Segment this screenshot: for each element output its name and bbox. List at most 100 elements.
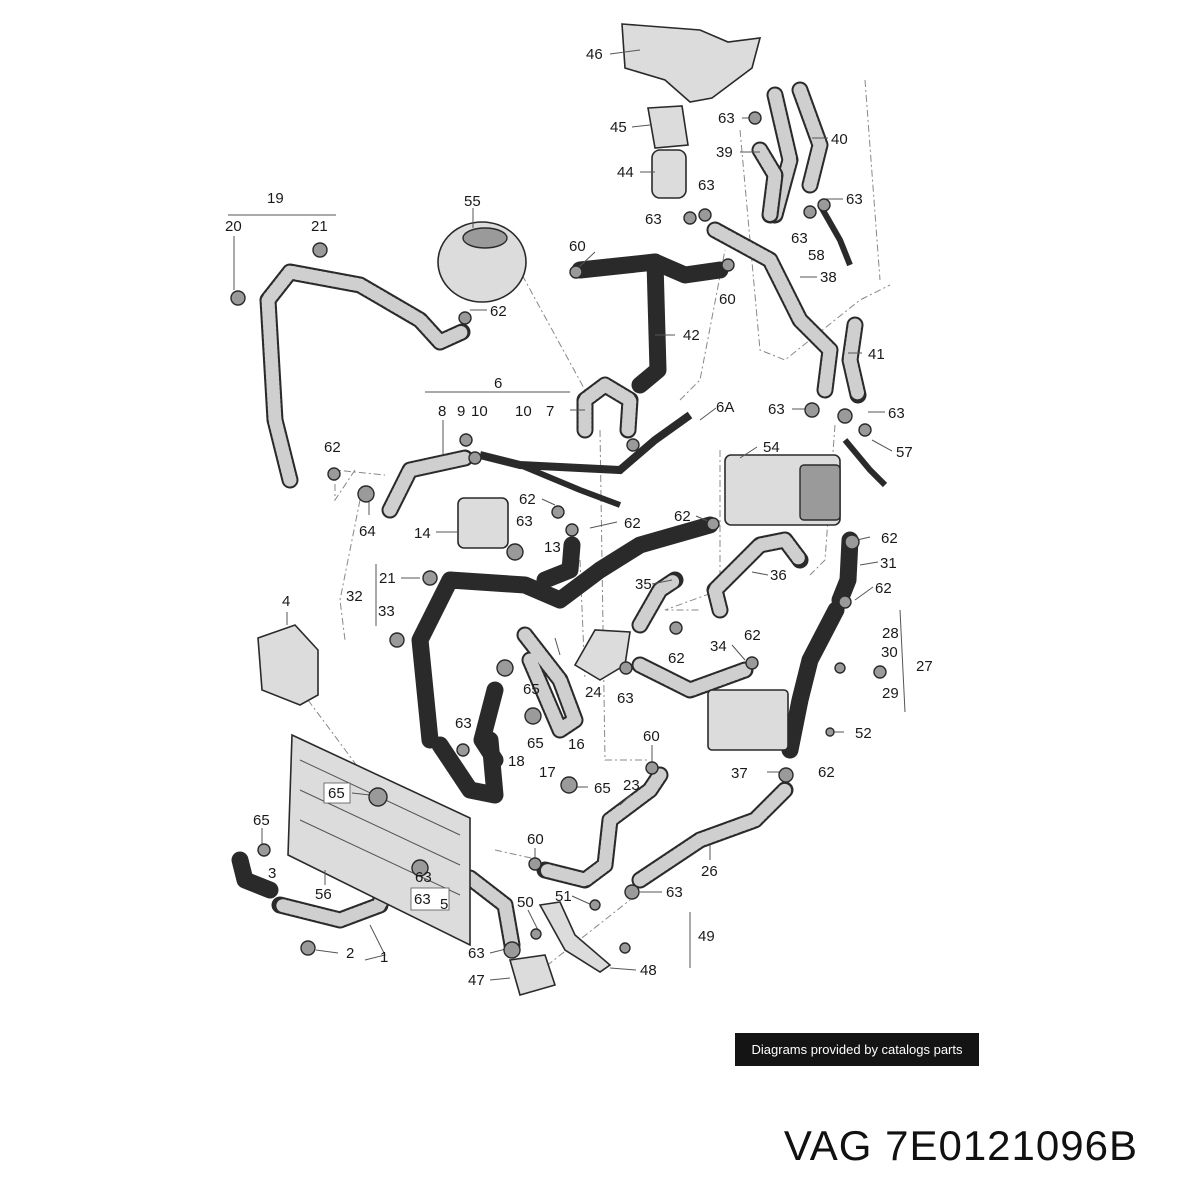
- callout-63: 63: [617, 690, 634, 707]
- callout-58: 58: [808, 247, 825, 264]
- callout-24: 24: [585, 684, 602, 701]
- callout-8: 8: [438, 403, 446, 420]
- callout-30: 30: [881, 644, 898, 661]
- valve-24: [573, 629, 631, 681]
- callout-46: 46: [586, 46, 603, 63]
- callout-62: 62: [674, 508, 691, 525]
- leader-lines: [228, 49, 906, 981]
- callout-62: 62: [668, 650, 685, 667]
- pump-14: [457, 497, 509, 549]
- callout-63: 63: [698, 177, 715, 194]
- callout-65: 65: [253, 812, 270, 829]
- callout-21: 21: [311, 218, 328, 235]
- callout-17: 17: [539, 764, 556, 781]
- callout-35: 35: [635, 576, 652, 593]
- callout-42: 42: [683, 327, 700, 344]
- callout-6A: 6A: [716, 399, 734, 416]
- callout-63: 63: [666, 884, 683, 901]
- callout-labels: 46 45 44 63 39 40 63 63 63 63 58 19 20 2…: [225, 46, 933, 989]
- callout-60: 60: [569, 238, 586, 255]
- thermostat-housing-4: [257, 624, 319, 706]
- callout-50: 50: [517, 894, 534, 911]
- callout-16: 16: [568, 736, 585, 753]
- callout-63: 63: [718, 110, 735, 127]
- callout-65: 65: [527, 735, 544, 752]
- holder-45: [647, 105, 689, 149]
- callout-62: 62: [818, 764, 835, 781]
- callout-63: 63: [846, 191, 863, 208]
- callout-48: 48: [640, 962, 657, 979]
- callout-3: 3: [268, 865, 276, 882]
- filter-44: [651, 149, 687, 199]
- callout-47: 47: [468, 972, 485, 989]
- callout-62: 62: [875, 580, 892, 597]
- callout-65: 65: [594, 780, 611, 797]
- callout-26: 26: [701, 863, 718, 880]
- callout-63: 63: [414, 891, 431, 908]
- callout-33: 33: [378, 603, 395, 620]
- callout-41: 41: [868, 346, 885, 363]
- callout-32: 32: [346, 588, 363, 605]
- callout-65-box: [323, 782, 351, 804]
- callout-64: 64: [359, 523, 376, 540]
- callout-31: 31: [880, 555, 897, 572]
- part-number-title: VAG 7E0121096B: [783, 1122, 1138, 1169]
- callout-60: 60: [719, 291, 736, 308]
- callout-38: 38: [820, 269, 837, 286]
- callout-60: 60: [643, 728, 660, 745]
- callout-65: 65: [328, 785, 345, 802]
- callout-63: 63: [768, 401, 785, 418]
- bracket-48: [538, 901, 612, 973]
- callout-27: 27: [916, 658, 933, 675]
- callout-62: 62: [324, 439, 341, 456]
- callout-29: 29: [882, 685, 899, 702]
- bracket-46: [621, 23, 762, 103]
- callout-62: 62: [490, 303, 507, 320]
- callout-62: 62: [624, 515, 641, 532]
- callout-63: 63: [415, 869, 432, 886]
- callout-63: 63: [455, 715, 472, 732]
- callout-45: 45: [610, 119, 627, 136]
- callout-10: 10: [471, 403, 488, 420]
- callout-6: 6: [494, 375, 502, 392]
- hose-clamps: [230, 111, 887, 959]
- callout-63: 63: [888, 405, 905, 422]
- expansion-tank-55: [437, 221, 527, 303]
- callout-44: 44: [617, 164, 634, 181]
- callout-56: 56: [315, 886, 332, 903]
- callout-65: 65: [523, 681, 540, 698]
- callout-63: 63: [516, 513, 533, 530]
- callout-39: 39: [716, 144, 733, 161]
- callout-18: 18: [508, 753, 525, 770]
- callout-62: 62: [519, 491, 536, 508]
- pump-47: [508, 954, 557, 996]
- metal-pipes: [479, 203, 888, 508]
- callout-36: 36: [770, 567, 787, 584]
- callout-37: 37: [731, 765, 748, 782]
- callout-19: 19: [267, 190, 284, 207]
- callout-13: 13: [544, 539, 561, 556]
- callout-57: 57: [896, 444, 913, 461]
- callout-20: 20: [225, 218, 242, 235]
- callout-54: 54: [763, 439, 780, 456]
- callout-49: 49: [698, 928, 715, 945]
- callout-10: 10: [515, 403, 532, 420]
- callout-63: 63: [645, 211, 662, 228]
- callout-2: 2: [346, 945, 354, 962]
- callout-7: 7: [546, 403, 554, 420]
- callout-60: 60: [527, 831, 544, 848]
- callout-52: 52: [855, 725, 872, 742]
- egr-cooler-54: [724, 454, 841, 526]
- callout-5-box: [410, 887, 450, 911]
- callout-4: 4: [282, 593, 290, 610]
- callout-63: 63: [791, 230, 808, 247]
- callout-1: 1: [380, 949, 388, 966]
- diagram-credit-banner: Diagrams provided by catalogs parts: [735, 1033, 979, 1066]
- callout-21: 21: [379, 570, 396, 587]
- callout-5: 5: [440, 896, 448, 913]
- callout-23: 23: [623, 777, 640, 794]
- callout-14: 14: [414, 525, 431, 542]
- callout-28: 28: [882, 625, 899, 642]
- callout-62: 62: [744, 627, 761, 644]
